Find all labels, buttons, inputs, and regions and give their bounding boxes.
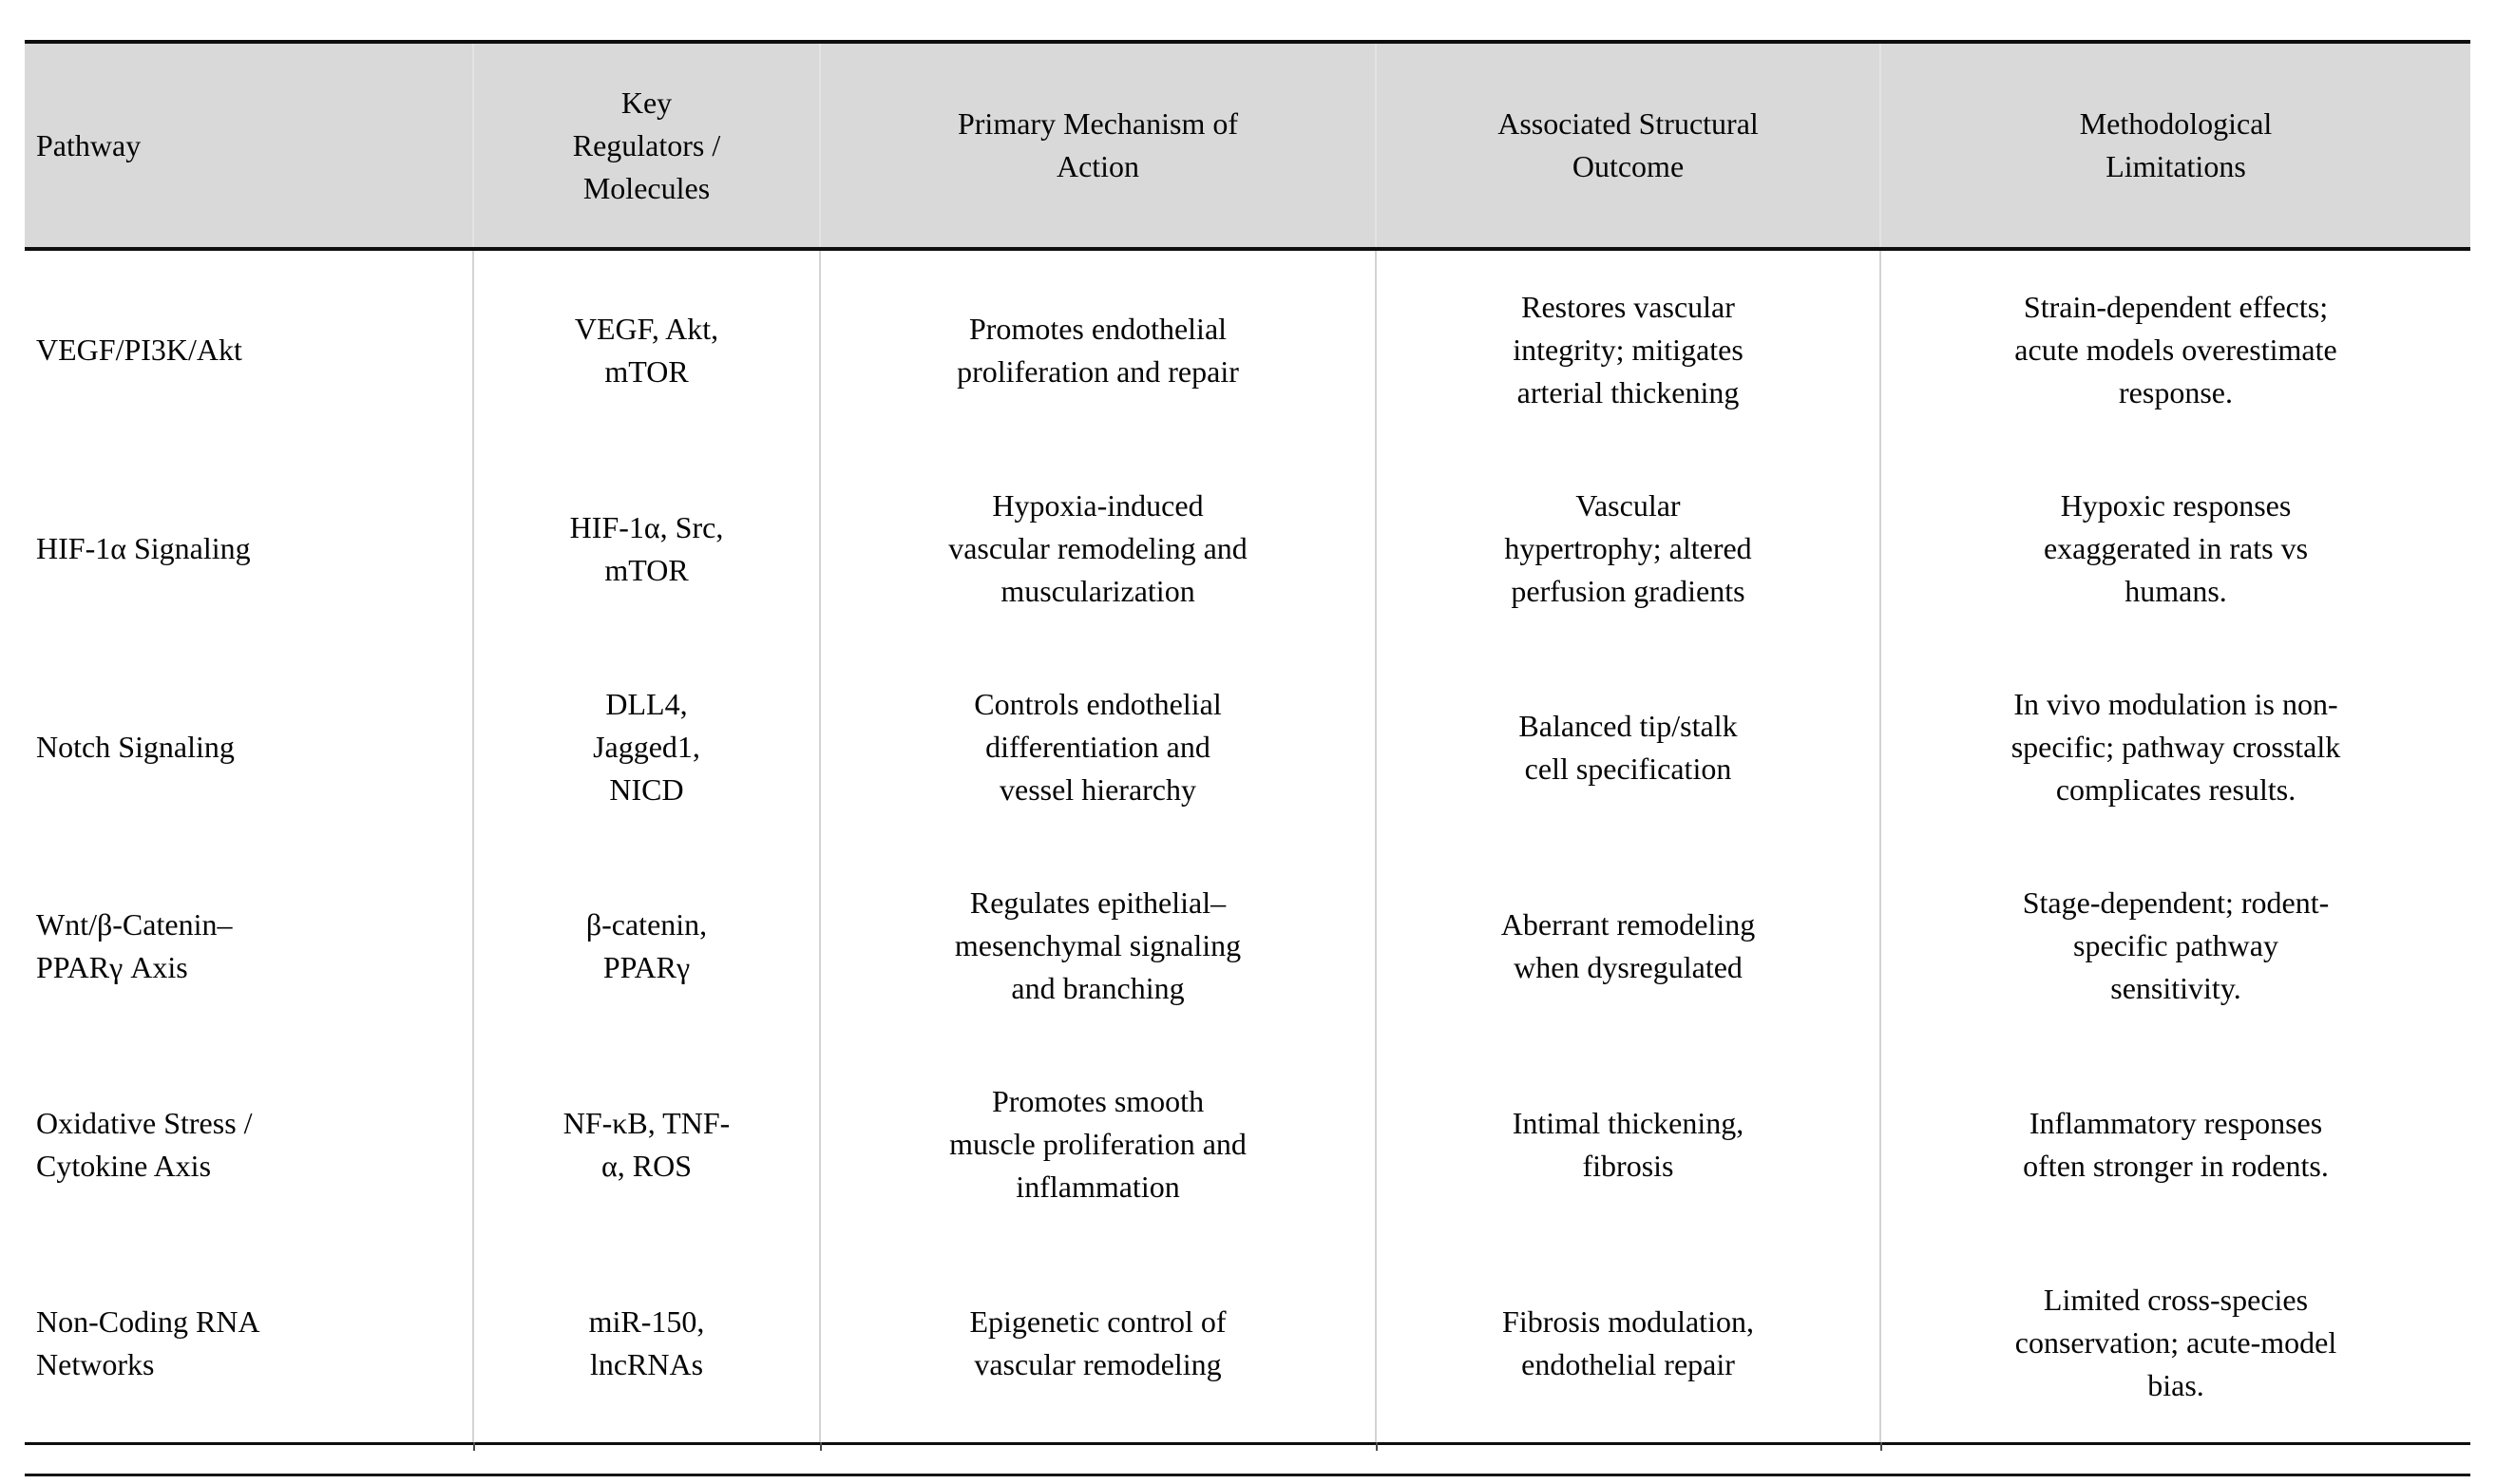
table-body: VEGF/PI3K/Akt VEGF, Akt, mTOR Promotes e… [25,249,2470,1444]
column-header-outcome: Associated Structural Outcome [1375,42,1880,251]
column-divider-tick [1880,1442,1882,1451]
cell-pathway: HIF-1α Signaling [36,531,251,565]
cell-limitations: Limited cross-species conservation; acut… [1879,1244,2470,1444]
cell-pathway: Notch Signaling [36,730,235,764]
header-row: Pathway Key Regulators / Molecules Prima… [25,42,2470,251]
cell-regulators: DLL4, Jagged1, NICD [472,648,820,847]
cell-outcome: Restores vascular integrity; mitigates a… [1375,249,1880,449]
cell-pathway: Wnt/β-Catenin– PPARγ Axis [36,906,233,984]
cell-pathway: Oxidative Stress / Cytokine Axis [36,1105,253,1183]
cell-regulators: β-catenin, PPARγ [472,847,820,1045]
cell-regulators: VEGF, Akt, mTOR [472,249,820,449]
table-row: Non-Coding RNA Networks miR-150, lncRNAs… [25,1244,2470,1444]
cell-limitations: Hypoxic responses exaggerated in rats vs… [1879,449,2470,648]
table-bottom-rule [25,1474,2470,1476]
table-row: Oxidative Stress / Cytokine Axis NF-κB, … [25,1045,2470,1244]
cell-mechanism: Hypoxia-induced vascular remodeling and … [819,449,1376,648]
cell-mechanism: Promotes endothelial proliferation and r… [819,249,1376,449]
cell-outcome: Vascular hypertrophy; altered perfusion … [1375,449,1880,648]
cell-limitations: In vivo modulation is non- specific; pat… [1879,648,2470,847]
cell-limitations: Stage-dependent; rodent- specific pathwa… [1879,847,2470,1045]
cell-mechanism: Regulates epithelial– mesenchymal signal… [819,847,1376,1045]
cell-limitations: Strain-dependent effects; acute models o… [1879,249,2470,449]
cell-limitations: Inflammatory responses often stronger in… [1879,1045,2470,1244]
cell-outcome: Balanced tip/stalk cell specification [1375,648,1880,847]
cell-pathway: VEGF/PI3K/Akt [36,333,242,367]
column-divider-tick [820,1442,822,1451]
table-row: Notch Signaling DLL4, Jagged1, NICD Cont… [25,648,2470,847]
table-row: HIF-1α Signaling HIF-1α, Src, mTOR Hypox… [25,449,2470,648]
cell-outcome: Fibrosis modulation, endothelial repair [1375,1244,1880,1444]
column-header-key-regulators: Key Regulators / Molecules [472,42,820,251]
column-header-mechanism: Primary Mechanism of Action [819,42,1376,251]
table-row: VEGF/PI3K/Akt VEGF, Akt, mTOR Promotes e… [25,249,2470,449]
cell-regulators: HIF-1α, Src, mTOR [472,449,820,648]
cell-mechanism: Epigenetic control of vascular remodelin… [819,1244,1376,1444]
cell-mechanism: Controls endothelial differentiation and… [819,648,1376,847]
cell-regulators: miR-150, lncRNAs [472,1244,820,1444]
column-header-limitations: Methodological Limitations [1879,42,2470,251]
column-divider-tick [1376,1442,1378,1451]
cell-outcome: Aberrant remodeling when dysregulated [1375,847,1880,1045]
column-header-pathway: Pathway [25,42,473,251]
table-header: Pathway Key Regulators / Molecules Prima… [25,42,2470,251]
cell-mechanism: Promotes smooth muscle proliferation and… [819,1045,1376,1244]
cell-outcome: Intimal thickening, fibrosis [1375,1045,1880,1244]
table-row: Wnt/β-Catenin– PPARγ Axis β-catenin, PPA… [25,847,2470,1045]
pathway-comparison-table: Pathway Key Regulators / Molecules Prima… [25,40,2470,1445]
column-divider-tick [473,1442,475,1451]
cell-pathway: Non-Coding RNA Networks [36,1303,260,1381]
cell-regulators: NF-κB, TNF- α, ROS [472,1045,820,1244]
